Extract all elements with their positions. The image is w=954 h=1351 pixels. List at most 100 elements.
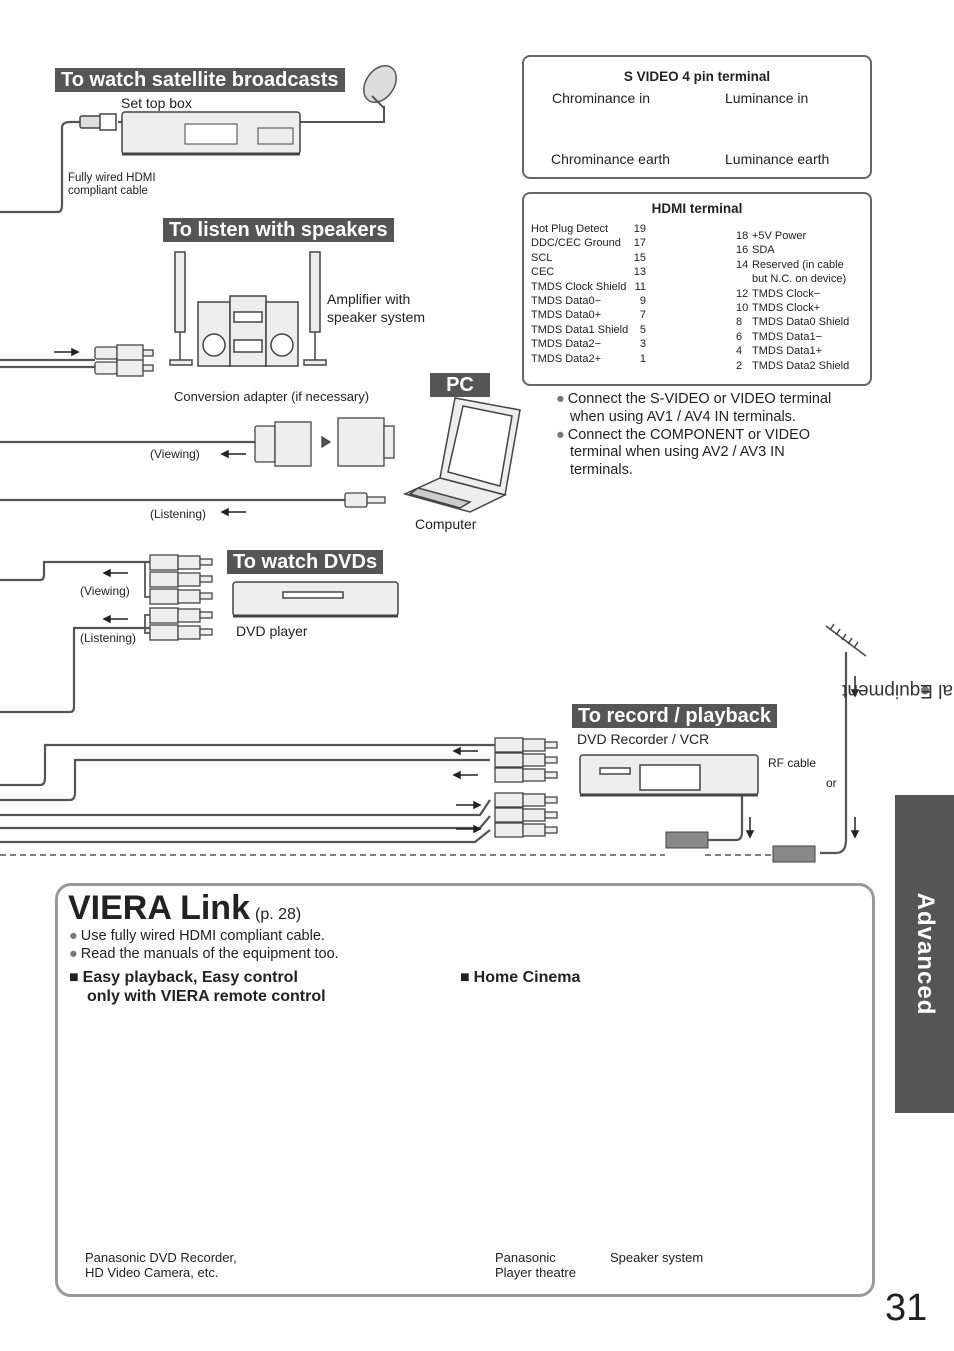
viera-bullet-2: Read the manuals of the equipment too. <box>69 946 339 962</box>
hdmi-left-pin-number: 1 <box>639 352 646 365</box>
page-number: 31 <box>885 1287 928 1329</box>
laptop-icon <box>402 397 521 513</box>
hdmi-left-pin-name: TMDS Data0+ <box>531 309 601 322</box>
hdmi-right-pin-number: 4 <box>736 345 743 358</box>
hdmi-right-pin-name: but N.C. on device) <box>752 273 847 286</box>
caption-mid-1: Panasonic <box>495 1250 556 1265</box>
hdmi-left-pin-number: 19 <box>633 223 646 235</box>
pc-listening-label: (Listening) <box>150 507 207 521</box>
dvd-viewing-label: (Viewing) <box>80 584 130 598</box>
dvd-recorder-icon <box>579 754 759 797</box>
dvd-player-icon <box>232 581 399 618</box>
hdmi-right-pin-number: 16 <box>736 244 749 257</box>
antenna-icon <box>825 623 867 657</box>
side-tab-advanced: Advanced <box>895 795 954 1113</box>
hdmi-right-pin: 2 TMDS Data2 Shield <box>736 359 849 373</box>
hdmi-right-pin-name: TMDS Data1− <box>752 330 822 343</box>
hdmi-left-pin-number: 3 <box>639 338 646 351</box>
hdmi-left-pin-number: 5 <box>639 323 646 336</box>
hdmi-right-pin-name: TMDS Data2 Shield <box>752 359 850 372</box>
chroma-earth-label: Chrominance earth <box>551 151 671 167</box>
hdmi-left-pin-number: 17 <box>633 237 646 250</box>
hdmi-left-pin-name: DDC/CEC Ground <box>531 237 621 250</box>
speaker-system-icon <box>169 251 327 367</box>
conversion-adapter-icon <box>254 417 395 467</box>
hdmi-cable-note-1: Fully wired HDMI <box>68 172 156 184</box>
hdmi-right-pin-number: 6 <box>736 330 743 343</box>
hdmi-right-pin: but N.C. on device) <box>736 272 849 286</box>
note-2-line-1: Connect the COMPONENT or VIDEO <box>556 427 810 443</box>
hdmi-left-pin-number: 15 <box>633 251 646 264</box>
easy-playback-heading-1: Easy playback, Easy control <box>69 969 298 987</box>
dvd-player-label: DVD player <box>236 623 308 639</box>
set-top-box-label: Set top box <box>121 95 192 111</box>
hdmi-box <box>522 192 872 386</box>
hdmi-right-pin-name: +5V Power <box>752 230 807 242</box>
luma-in-label: Luminance in <box>725 90 809 106</box>
hdmi-right-pin-name: Reserved (in cable <box>752 258 844 271</box>
home-cinema-heading: Home Cinema <box>460 969 580 987</box>
note-2-line-2: terminal when using AV2 / AV3 IN <box>570 444 785 460</box>
caption-left-1: Panasonic DVD Recorder, <box>85 1250 237 1265</box>
hdmi-right-pin-number: 14 <box>736 258 749 271</box>
hdmi-right-pin-number: 2 <box>736 359 743 372</box>
hdmi-left-pin-name: SCL <box>531 251 553 264</box>
adapter-label: Conversion adapter (if necessary) <box>174 389 370 404</box>
hdmi-right-pin-name: TMDS Clock+ <box>752 302 821 315</box>
hdmi-left-pin-name: Hot Plug Detect <box>531 223 609 235</box>
rf-cable-label: RF cable <box>768 756 817 770</box>
note-2-line-3: terminals. <box>570 462 633 478</box>
hdmi-left-pin-number: 13 <box>633 266 646 279</box>
viera-link-title: VIERA Link(p. 28) <box>68 889 302 927</box>
hdmi-title: HDMI terminal <box>651 201 743 216</box>
note-1-line-2: when using AV1 / AV4 IN terminals. <box>570 409 796 425</box>
hdmi-right-pin: 4 TMDS Data1+ <box>736 344 849 358</box>
pc-title: PC <box>430 373 490 397</box>
hdmi-left-pin-name: CEC <box>531 266 555 279</box>
hdmi-left-pin-number: 11 <box>634 280 646 293</box>
hdmi-right-pin-name: TMDS Clock− <box>752 287 821 300</box>
hdmi-left-pin-number: 7 <box>639 309 646 322</box>
record-title: To record / playback <box>572 704 778 728</box>
viera-bullet-1: Use fully wired HDMI compliant cable. <box>69 928 325 944</box>
hdmi-right-pin-name: TMDS Data1+ <box>752 345 822 358</box>
svideo-title: S VIDEO 4 pin terminal <box>623 69 771 84</box>
hdmi-left-pin-name: TMDS Data0− <box>531 295 601 308</box>
hdmi-left-pin-name: TMDS Data2− <box>531 338 601 351</box>
amplifier-label-2: speaker system <box>327 309 426 325</box>
caption-mid-2: Player theatre <box>495 1265 576 1280</box>
hdmi-right-pin-number: 12 <box>736 287 749 300</box>
dvd-listening-label: (Listening) <box>80 631 137 645</box>
caption-right: Speaker system <box>610 1250 704 1265</box>
satellite-title: To watch satellite broadcasts <box>55 68 345 92</box>
easy-playback-heading-2: only with VIERA remote control <box>87 988 326 1005</box>
computer-label: Computer <box>415 516 477 532</box>
set-top-box-icon <box>121 111 301 156</box>
dvd-title: To watch DVDs <box>227 550 384 574</box>
hdmi-left-pin-name: TMDS Data1 Shield <box>531 323 629 336</box>
pc-viewing-label: (Viewing) <box>150 447 200 461</box>
satellite-dish-icon <box>300 65 397 123</box>
viera-link-box <box>55 883 875 1297</box>
side-section-label: ● External Equipment <box>841 680 954 701</box>
hdmi-right-pin-number: 10 <box>736 302 749 315</box>
speakers-title: To listen with speakers <box>163 218 394 242</box>
chroma-in-label: Chrominance in <box>552 90 651 106</box>
hdmi-left-pin-name: TMDS Data2+ <box>531 352 601 365</box>
hdmi-right-pin-name: SDA <box>752 244 775 257</box>
hdmi-cable-note-2: compliant cable <box>68 185 148 197</box>
hdmi-left-pin-name: TMDS Clock Shield <box>531 280 627 293</box>
viera-link-ref: (p. 28) <box>255 906 302 923</box>
hdmi-right-pin: 6 TMDS Data1− <box>736 330 849 344</box>
caption-left-2: HD Video Camera, etc. <box>85 1265 219 1280</box>
hdmi-right-pin-number: 18 <box>736 230 749 242</box>
note-1-line-1: Connect the S-VIDEO or VIDEO terminal <box>556 391 831 407</box>
